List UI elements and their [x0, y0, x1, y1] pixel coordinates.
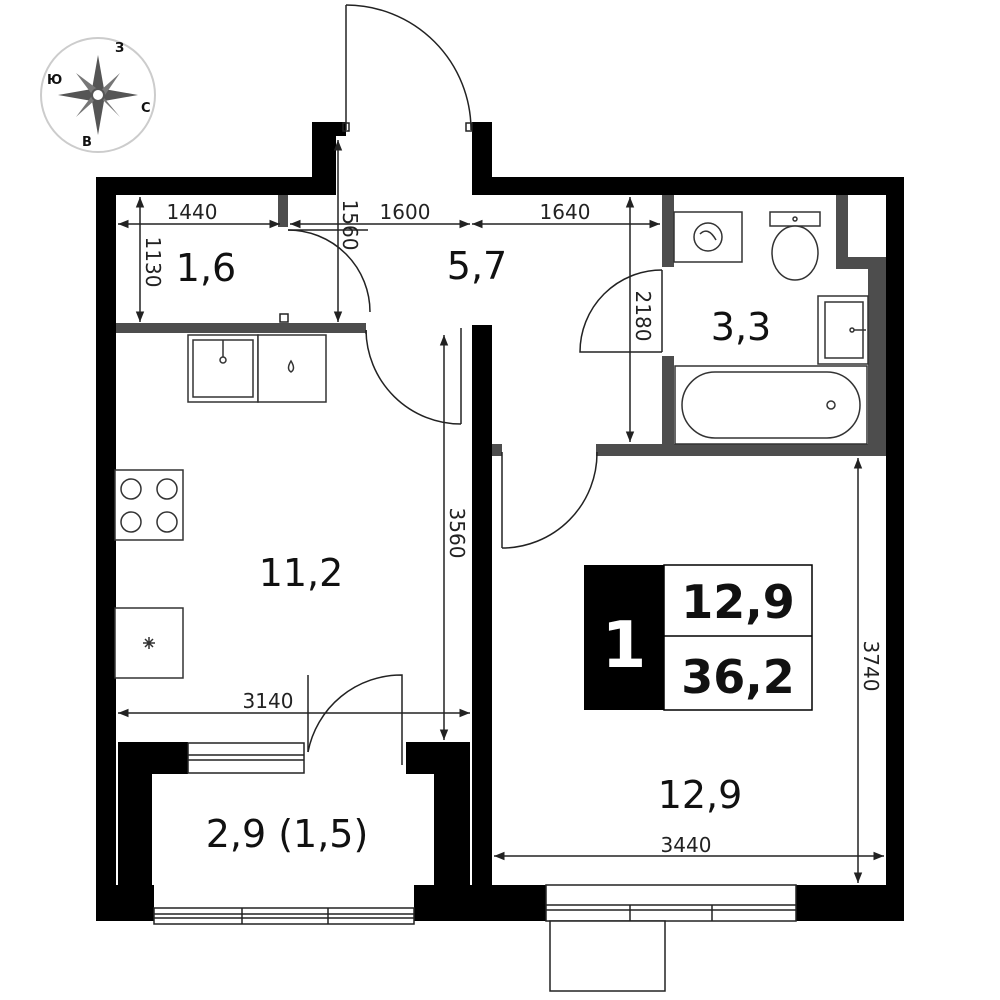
dim-3440: 3440	[661, 833, 712, 857]
dim-2180: 2180	[631, 291, 655, 342]
washing-machine-icon	[673, 211, 743, 263]
dimension-labels: 1440 1600 1640 1130 1560 2180 3560 3140 …	[141, 200, 883, 857]
windows	[153, 742, 797, 992]
compass-icon: З С В Ю	[40, 37, 156, 153]
room-area-kitchen: 11,2	[259, 551, 344, 595]
dim-1440: 1440	[167, 200, 218, 224]
compass-n-label: З	[115, 41, 124, 56]
room-area-corridor: 5,7	[447, 244, 507, 288]
dishwasher-icon	[257, 334, 327, 403]
exterior-walls	[96, 122, 904, 921]
dim-3740: 3740	[859, 641, 883, 692]
dim-3140: 3140	[243, 689, 294, 713]
room-area-bathroom: 3,3	[711, 305, 771, 349]
fridge-icon	[114, 607, 184, 679]
compass-s-label: В	[82, 135, 92, 150]
room-area-balcony: 2,9 (1,5)	[206, 812, 369, 856]
dim-1560: 1560	[338, 200, 362, 251]
compass-e-label: С	[141, 101, 151, 116]
dim-3560: 3560	[445, 508, 469, 559]
apartment-summary-badge: 1 12,9 36,2	[584, 564, 813, 711]
bathroom-sink-icon	[817, 295, 869, 365]
kitchen-sink-icon	[187, 334, 259, 403]
room-labels: 1,6 5,7 3,3 11,2 12,9 2,9 (1,5)	[176, 244, 771, 856]
bathtub-icon	[674, 365, 868, 445]
room-area-hall: 1,6	[176, 246, 236, 290]
dim-1130: 1130	[141, 237, 165, 288]
partitions	[116, 195, 886, 456]
dim-1640: 1640	[540, 200, 591, 224]
dim-1600: 1600	[380, 200, 431, 224]
living-area-value: 12,9	[681, 575, 795, 629]
total-area-value: 36,2	[681, 650, 795, 704]
room-area-living: 12,9	[658, 773, 743, 817]
stove-icon	[114, 469, 184, 541]
fixtures	[114, 211, 869, 679]
rooms-count: 1	[602, 609, 647, 683]
toilet-icon	[769, 211, 821, 281]
doors	[279, 4, 663, 765]
compass-w-label: Ю	[47, 73, 62, 88]
dimension-lines	[118, 140, 884, 883]
